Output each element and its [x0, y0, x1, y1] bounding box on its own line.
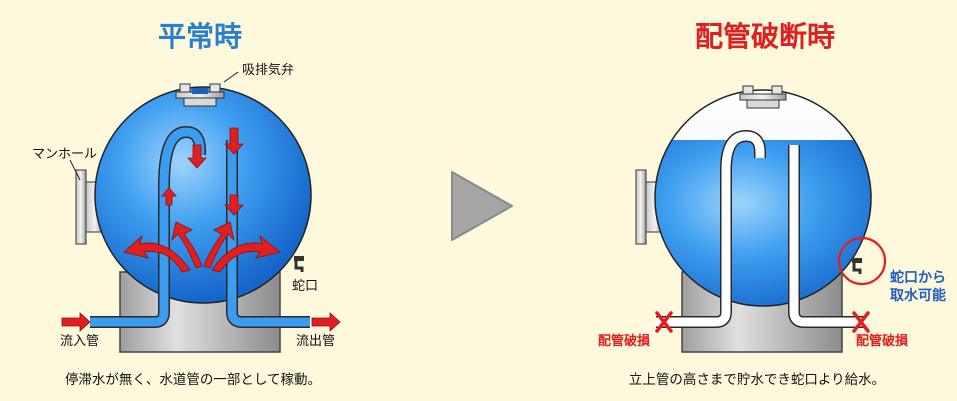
left-faucet-icon	[294, 256, 304, 272]
play-triangle-icon	[451, 171, 513, 241]
right-valve	[739, 85, 787, 109]
right-panel: 配管破断時	[598, 20, 946, 388]
left-title: 平常時	[158, 20, 242, 53]
right-break-label-right: 配管破損	[856, 333, 909, 349]
left-inlet-pipe	[90, 127, 205, 327]
right-faucet-note-line1: 蛇口から	[890, 269, 946, 286]
right-faucet-note-line2: 取水可能	[890, 287, 946, 304]
left-flow-arrows	[123, 127, 281, 273]
left-manhole-label: マンホール	[32, 147, 97, 162]
right-faucet-icon	[852, 258, 862, 274]
right-break-marks	[655, 311, 870, 333]
right-faucet-highlight	[837, 236, 887, 286]
right-outlet-pipe	[789, 145, 866, 327]
left-caption: 停滞水が無く、水道管の一部として稼動。	[65, 371, 321, 388]
left-outlet-label: 流出管	[296, 334, 335, 349]
left-inlet-label: 流入管	[60, 334, 99, 349]
right-title: 配管破断時	[695, 20, 835, 53]
left-valve-label: 吸排気弁	[242, 62, 294, 78]
left-outlet-arrow	[311, 312, 341, 332]
right-caption: 立上管の高さまで貯水でき蛇口より給水。	[629, 371, 885, 388]
left-outlet-pipe	[227, 140, 310, 327]
left-faucet-label: 蛇口	[292, 279, 318, 294]
left-tank-sphere	[94, 86, 312, 304]
right-water-level	[655, 140, 871, 306]
left-valve	[175, 83, 225, 107]
left-inlet-arrow	[61, 312, 91, 332]
right-break-label-left: 配管破損	[598, 333, 651, 349]
right-inlet-pipe	[656, 131, 765, 327]
left-panel: 平常時	[32, 20, 341, 388]
